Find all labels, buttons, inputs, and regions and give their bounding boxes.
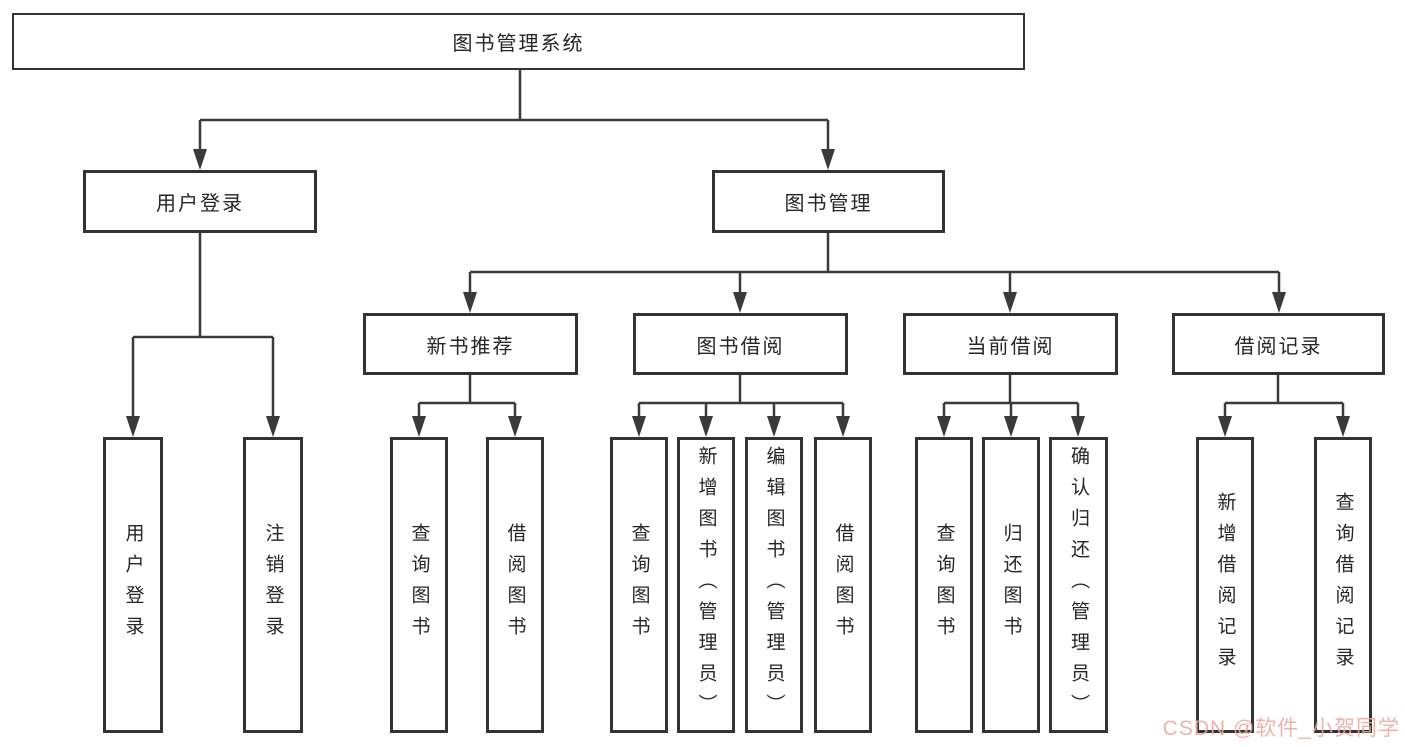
leaf-query-borrow-record: 查询借阅记录 <box>1314 437 1372 733</box>
arrowheads <box>126 149 1350 437</box>
node-label: 查询图书 <box>628 523 650 647</box>
arrow-borrow-leaf4 <box>836 416 850 437</box>
leaf-add-books-admin: 新增图书（管理员） <box>677 437 735 733</box>
node-label: 借阅图书 <box>832 523 854 647</box>
arrow-login-leaf1 <box>126 416 140 437</box>
arrow-records-leaf2 <box>1336 416 1350 437</box>
leaf-borrow-books-recommend: 借阅图书 <box>486 437 544 733</box>
node-label: 新增借阅记录 <box>1214 492 1236 678</box>
arrow-records-leaf1 <box>1218 416 1232 437</box>
leaf-confirm-return-admin: 确认归还（管理员） <box>1049 437 1108 733</box>
leaf-query-books-recommend: 查询图书 <box>390 437 448 733</box>
node-label: 新增图书（管理员） <box>695 445 717 725</box>
leaf-logout: 注销登录 <box>243 437 303 733</box>
arrow-user-login <box>193 149 207 170</box>
node-label: 查询图书 <box>408 523 430 647</box>
node-library-management-system: 图书管理系统 <box>12 13 1025 70</box>
node-borrowing-records: 借阅记录 <box>1172 313 1385 375</box>
arrow-current-leaf2 <box>1004 416 1018 437</box>
node-label: 用户登录 <box>122 523 144 647</box>
leaf-query-books-borrow: 查询图书 <box>610 437 668 733</box>
node-label: 借阅图书 <box>504 523 526 647</box>
leaf-query-books-current: 查询图书 <box>915 437 973 733</box>
node-label: 查询借阅记录 <box>1332 492 1354 678</box>
arrow-login-leaf2 <box>266 416 280 437</box>
arrow-records <box>1272 292 1286 313</box>
arrow-borrow-leaf1 <box>632 416 646 437</box>
leaf-edit-books-admin: 编辑图书（管理员） <box>745 437 803 733</box>
arrow-recommend-leaf1 <box>412 416 426 437</box>
arrow-recommend <box>463 292 477 313</box>
arrow-recommend-leaf2 <box>508 416 522 437</box>
node-book-borrowing: 图书借阅 <box>633 313 848 375</box>
node-book-management-module: 图书管理 <box>712 170 945 233</box>
arrow-current-leaf1 <box>937 416 951 437</box>
arrow-borrow <box>733 292 747 313</box>
leaf-borrow-books: 借阅图书 <box>814 437 872 733</box>
arrow-current <box>1003 292 1017 313</box>
node-new-book-recommendation: 新书推荐 <box>363 313 578 375</box>
node-label: 查询图书 <box>933 523 955 647</box>
leaf-add-borrow-record: 新增借阅记录 <box>1196 437 1254 733</box>
node-label: 注销登录 <box>262 523 284 647</box>
node-label: 图书管理系统 <box>452 33 585 55</box>
node-label: 归还图书 <box>1000 523 1022 647</box>
node-current-borrowing: 当前借阅 <box>903 313 1118 375</box>
node-label: 编辑图书（管理员） <box>763 445 785 725</box>
arrow-current-leaf3 <box>1071 416 1085 437</box>
csdn-watermark: CSDN @软件_小贺同学 <box>1162 717 1400 740</box>
leaf-user-login: 用户登录 <box>103 437 163 733</box>
node-label: 图书管理 <box>784 193 873 215</box>
node-label: 当前借阅 <box>966 335 1055 358</box>
node-label: 确认归还（管理员） <box>1068 445 1089 725</box>
arrow-borrow-leaf3 <box>767 416 781 437</box>
arrow-book-mgmt <box>821 149 835 170</box>
node-label: 借阅记录 <box>1234 335 1323 358</box>
leaf-return-books: 归还图书 <box>982 437 1040 733</box>
node-label: 图书借阅 <box>696 335 785 358</box>
arrow-borrow-leaf2 <box>699 416 713 437</box>
node-label: 用户登录 <box>156 193 244 215</box>
node-label: 新书推荐 <box>426 335 515 358</box>
node-user-login-module: 用户登录 <box>83 170 317 233</box>
